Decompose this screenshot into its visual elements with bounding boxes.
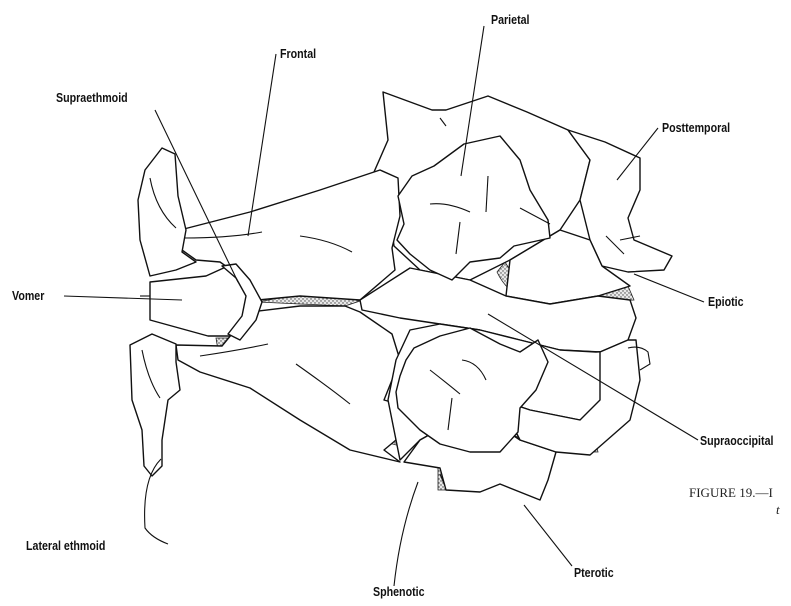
label-lateral-ethmoid: Lateral ethmoid [26, 538, 105, 553]
label-supraoccipital: Supraoccipital [700, 433, 773, 448]
label-epiotic: Epiotic [708, 294, 744, 309]
leader-epiotic [634, 274, 704, 302]
figure-caption-line2: t [776, 502, 780, 518]
label-supraethmoid: Supraethmoid [56, 90, 128, 105]
label-parietal: Parietal [491, 12, 530, 27]
label-posttemporal: Posttemporal [662, 120, 730, 135]
label-vomer: Vomer [12, 288, 44, 303]
label-sphenotic: Sphenotic [373, 584, 425, 599]
label-pterotic: Pterotic [574, 565, 614, 580]
leader-sphenotic [394, 482, 418, 586]
lateral-ethmoid-upper-bone [138, 148, 196, 276]
label-frontal: Frontal [280, 46, 316, 61]
figure-caption-line1: FIGURE 19.—I [689, 485, 773, 501]
lateral-ethmoid-lower-bone [130, 334, 180, 476]
leader-pterotic [524, 505, 572, 566]
